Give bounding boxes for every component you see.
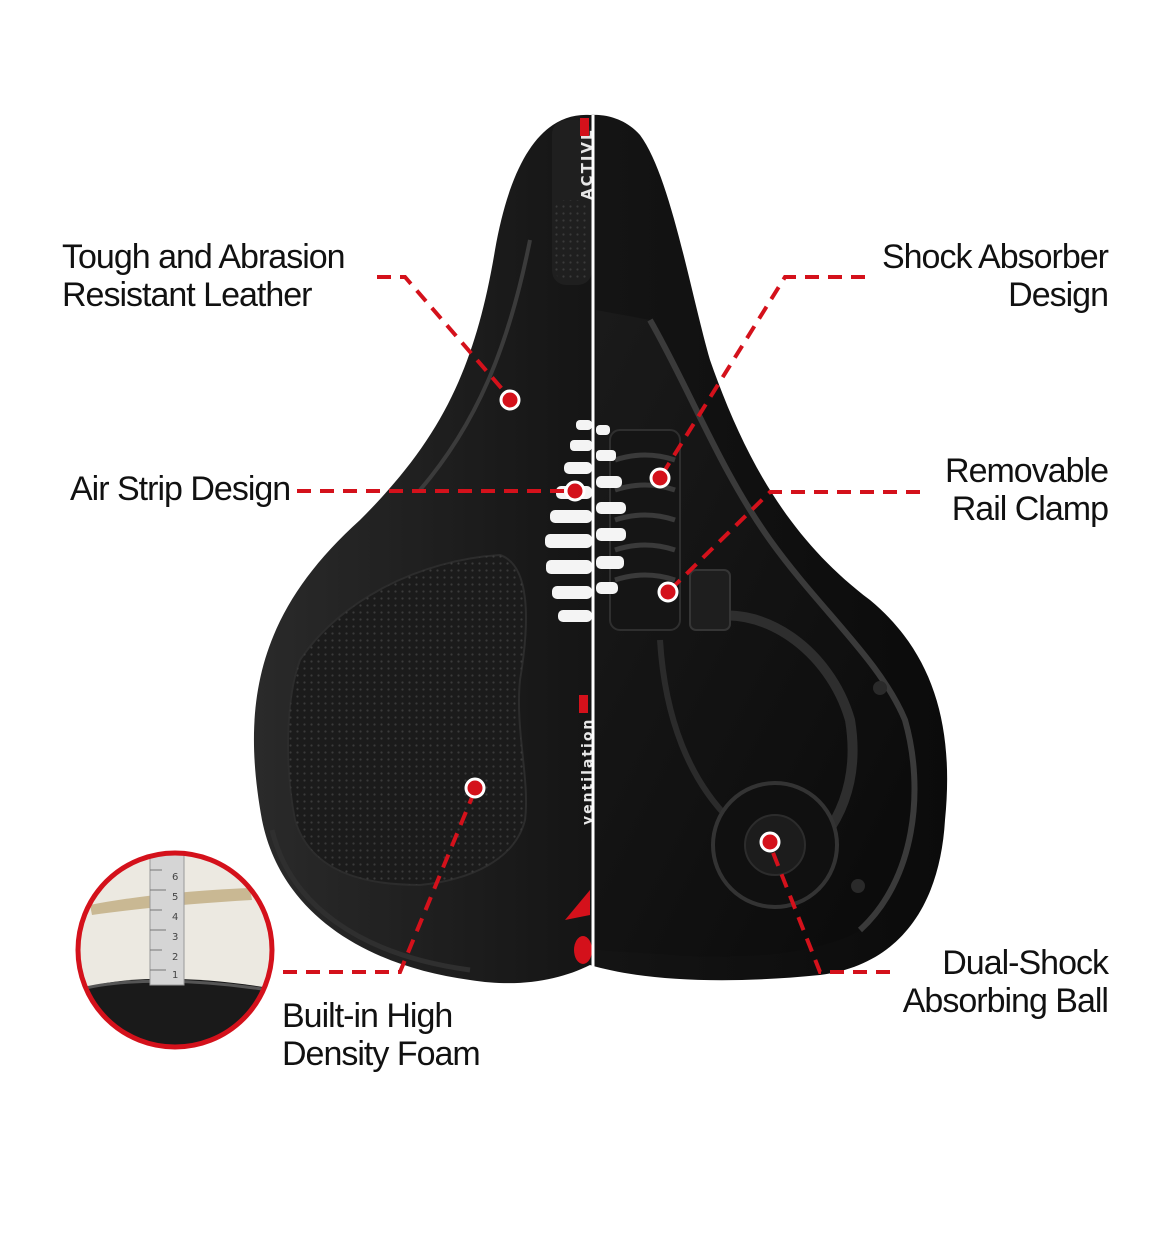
foam-pad-dots	[288, 555, 527, 885]
cutaway-rim	[647, 318, 918, 933]
label-air-strip: Air Strip Design	[70, 470, 291, 508]
tail-red-light	[574, 936, 592, 964]
rail-clamp-block	[689, 569, 731, 631]
rail-wire	[657, 639, 733, 823]
tail-red-accent	[565, 890, 590, 920]
leader-foam	[283, 789, 477, 974]
leader-leather	[377, 275, 512, 400]
ruler-number: 5	[172, 892, 178, 903]
brand-strip-dots	[555, 200, 589, 280]
air-strip-slots	[545, 420, 592, 622]
ruler-number: 6	[172, 872, 178, 883]
label-line: Built-in High	[282, 997, 453, 1035]
label-ball: Dual-Shock Absorbing Ball	[902, 944, 1109, 1020]
label-line: Absorbing Ball	[902, 982, 1109, 1020]
label-line: Tough and Abrasion	[62, 238, 346, 276]
brand-red-mark	[580, 118, 589, 136]
label-line: Removable	[945, 452, 1109, 490]
ruler-number: 2	[172, 952, 178, 963]
vent-red-mark	[579, 695, 588, 713]
ruler-number: 4	[172, 912, 178, 923]
label-line: Design	[1008, 276, 1109, 314]
zoom-circle-border	[75, 850, 275, 1050]
leader-ball	[768, 844, 890, 974]
ruler-number: 1	[172, 970, 178, 981]
label-foam: Built-in High Density Foam	[282, 997, 481, 1073]
leader-shock-absorber	[658, 275, 865, 480]
label-line: Rail Clamp	[951, 490, 1109, 528]
label-line: Resistant Leather	[62, 276, 312, 314]
label-line: Shock Absorber	[881, 238, 1109, 276]
shell-rim	[269, 829, 471, 973]
callout-dots	[464, 389, 781, 853]
label-rail-clamp: Removable Rail Clamp	[945, 452, 1109, 528]
label-leather: Tough and Abrasion Resistant Leather	[62, 238, 346, 314]
label-shock-absorber: Shock Absorber Design	[881, 238, 1109, 314]
zoom-circle-content: 6 5 4 3 2 1	[78, 853, 272, 1047]
screw-2	[851, 879, 865, 893]
label-line: Density Foam	[282, 1035, 481, 1073]
spring-coils	[614, 452, 676, 583]
leader-rail-clamp	[666, 490, 920, 594]
label-line: Air Strip Design	[70, 470, 291, 508]
ruler-number: 3	[172, 932, 178, 943]
label-line: Dual-Shock	[942, 944, 1109, 982]
shell-highlight	[418, 239, 532, 492]
leader-lines	[283, 275, 920, 974]
air-strip-slots-right	[596, 425, 626, 594]
screw-1	[873, 681, 887, 695]
